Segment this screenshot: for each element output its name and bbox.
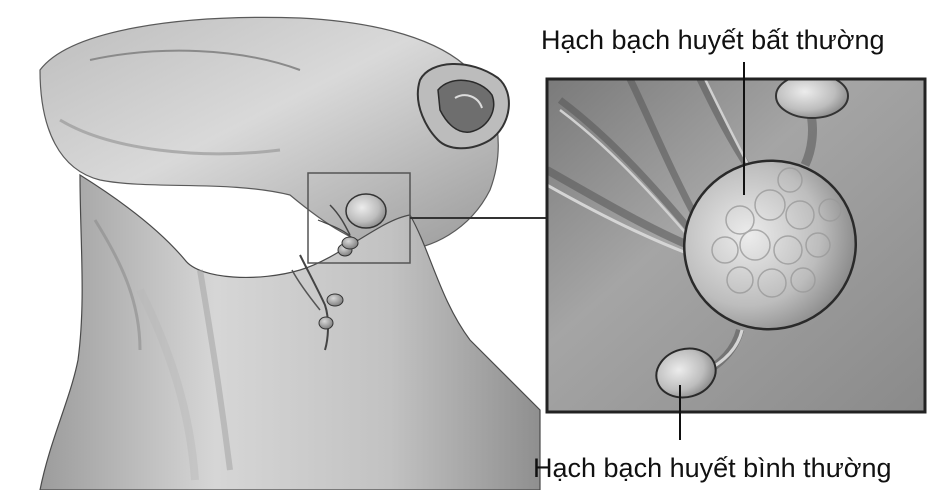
zoom-panel — [547, 74, 925, 412]
abnormal-node-label: Hạch bạch huyết bất thường — [541, 27, 885, 54]
normal-node-label: Hạch bạch huyết bình thường — [533, 455, 892, 482]
